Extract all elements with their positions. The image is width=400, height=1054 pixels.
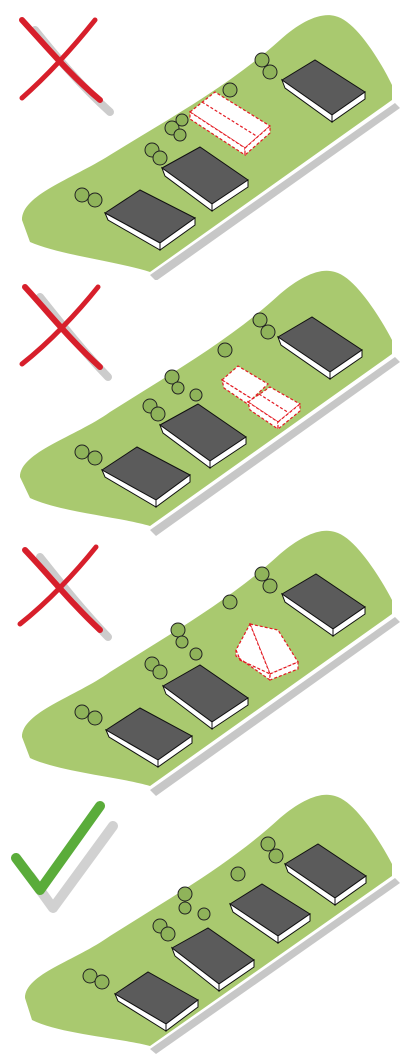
panel-3-scene (17, 530, 400, 796)
house-terrace-front (113, 971, 199, 1032)
ground-shadow (150, 103, 400, 280)
house-terrace-front (104, 707, 193, 768)
check-stroke (11, 801, 105, 895)
house-long-terrace (158, 403, 247, 469)
panel-1 (0, 0, 400, 280)
ground-shadow (150, 617, 400, 796)
cross-stroke-b (19, 284, 101, 367)
trees (74, 566, 278, 726)
lawn (22, 15, 392, 272)
house-terrace-front (103, 189, 196, 251)
panel-4 (0, 786, 400, 1054)
cross-stroke-b (17, 544, 99, 627)
trees (74, 312, 276, 466)
verdict-cross-icon (19, 284, 112, 381)
cross-stroke-b (19, 17, 98, 101)
house-long-terrace (170, 927, 255, 993)
verdict-cross-icon (17, 544, 112, 641)
trees (82, 836, 284, 990)
house-long-terrace (160, 146, 249, 212)
trees (74, 52, 278, 208)
panel-3 (0, 522, 400, 796)
cross-stroke-a (22, 547, 103, 633)
house-terrace-back (280, 573, 366, 637)
house-terrace-back (280, 59, 366, 123)
panel-4-scene (11, 794, 400, 1054)
house-infill-terrace (228, 883, 311, 944)
house-terrace-back (276, 316, 363, 380)
panel-1-ground (22, 15, 400, 280)
house-terrace-back (283, 843, 367, 906)
house-long-terrace (161, 664, 249, 731)
proposal-outline (221, 365, 302, 431)
panel-2 (0, 262, 400, 536)
proposal-outline (235, 622, 299, 682)
panel-2-scene (19, 270, 400, 536)
ground-shadow (150, 878, 400, 1054)
ground-shadow (150, 357, 400, 536)
verdict-check-icon (11, 801, 118, 913)
house-terrace-front (100, 446, 191, 508)
proposal-outline (188, 91, 272, 157)
panel-1-scene (19, 15, 400, 280)
verdict-cross-icon (19, 17, 114, 116)
lawn (20, 270, 392, 526)
